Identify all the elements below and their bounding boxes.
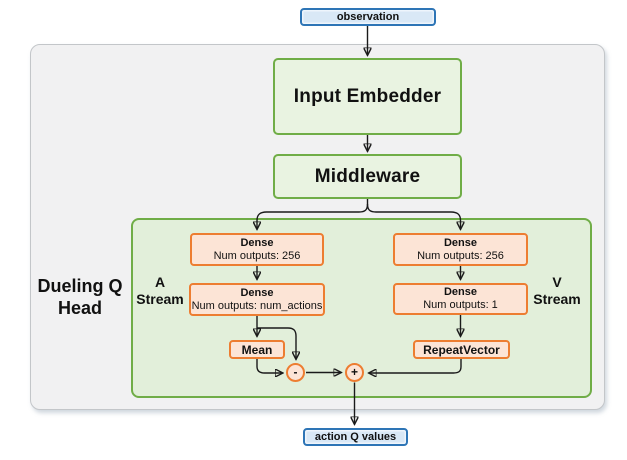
v-stream-dense2-node: Dense Num outputs: 1 — [393, 283, 528, 315]
a-stream-label: A Stream — [136, 274, 184, 308]
repeat-vector-node: RepeatVector — [413, 340, 510, 359]
dueling-q-head-label-line1: Dueling Q — [37, 276, 123, 296]
dueling-q-head-label-line2: Head — [57, 297, 102, 318]
a-stream-dense2-node: Dense Num outputs: num_actions — [189, 283, 325, 316]
a-stream-dense1-node: Dense Num outputs: 256 — [190, 233, 324, 266]
mean-node: Mean — [229, 340, 285, 359]
observation-node: observation — [300, 8, 436, 26]
v-stream-dense1-node: Dense Num outputs: 256 — [393, 233, 528, 266]
middleware-node: Middleware — [273, 154, 462, 199]
action-q-values-node: action Q values — [303, 428, 408, 446]
dueling-q-head-label: Dueling Q Head — [28, 276, 132, 320]
v-stream-label: V Stream — [533, 274, 581, 308]
plus-operator-node: + — [345, 363, 364, 382]
minus-operator-node: - — [286, 363, 305, 382]
input-embedder-node: Input Embedder — [273, 58, 462, 135]
